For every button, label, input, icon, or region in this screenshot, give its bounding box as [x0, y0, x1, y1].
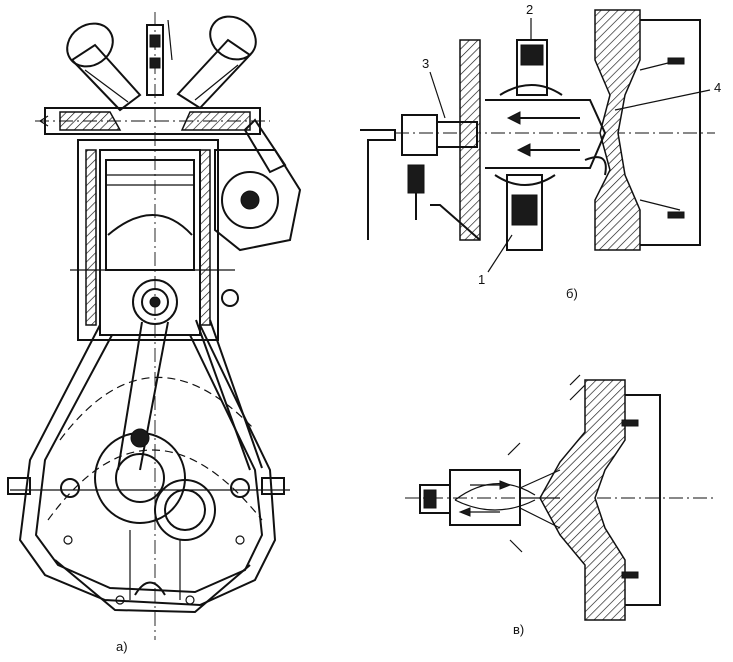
valve-rocker-right	[176, 15, 257, 110]
engine-cross-section: а)	[7, 12, 302, 654]
nozzle	[360, 114, 481, 241]
callout-2: 2	[526, 2, 533, 17]
panel-b-caption: б)	[566, 286, 578, 301]
glow-plug-bottom	[494, 174, 556, 251]
panel-a-caption: а)	[116, 639, 128, 654]
cylinder-block	[70, 139, 235, 341]
swirl-chamber-section: в)	[405, 374, 715, 637]
piston-pin	[132, 279, 239, 325]
callout-1: 1	[478, 272, 485, 287]
panel-v-caption: в)	[513, 622, 524, 637]
camshaft-housing	[214, 118, 302, 252]
connecting-rod	[117, 319, 263, 471]
callout-3: 3	[422, 56, 429, 71]
crankshaft	[60, 428, 250, 541]
callout-4: 4	[714, 80, 721, 95]
injector	[146, 19, 173, 96]
crankcase	[7, 324, 290, 607]
glow-plug-top	[499, 39, 563, 96]
oil-pan	[54, 530, 251, 614]
cylinder-head	[35, 107, 270, 135]
prechamber-section: 2 3 4 1 б)	[360, 2, 721, 301]
valve-rocker-left	[66, 22, 142, 112]
